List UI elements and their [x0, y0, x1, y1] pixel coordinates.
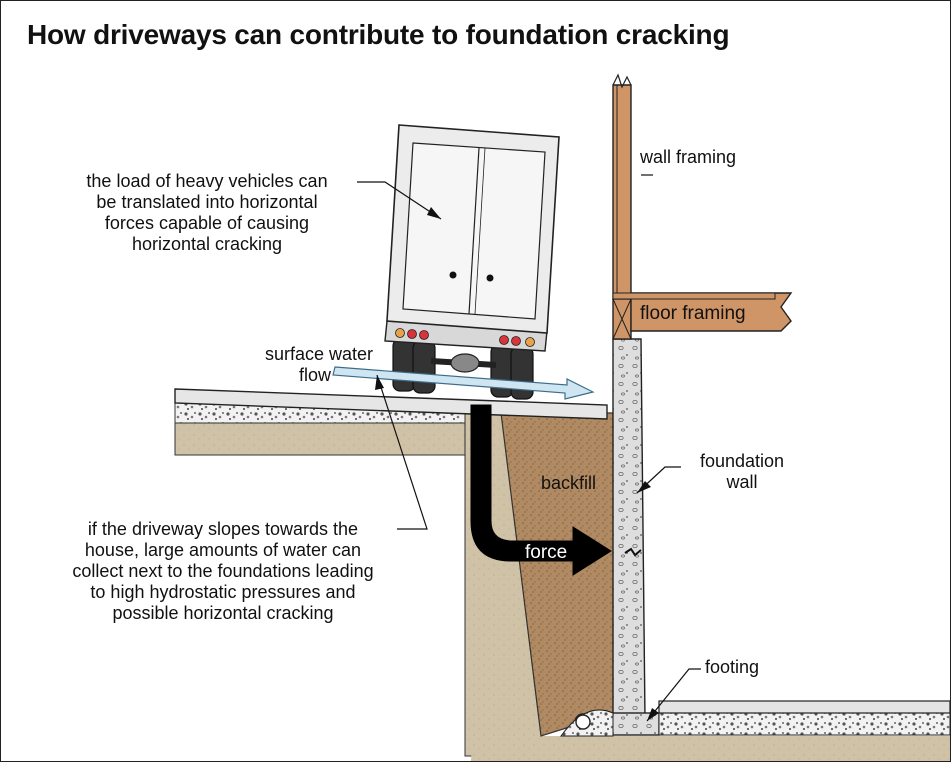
truck — [384, 124, 560, 400]
wall-framing — [612, 73, 632, 300]
floor-framing — [612, 292, 793, 340]
note-driveway-slope-line: house, large amounts of water can — [84, 540, 362, 560]
foundation-crack — [624, 547, 642, 557]
basement-floor-gravel — [658, 712, 950, 736]
leader-lines — [357, 174, 701, 722]
label-force: force — [525, 542, 568, 563]
note-driveway-slope-line: collect next to the foundations leading — [72, 561, 374, 581]
label-foundation-wall-line: foundation — [699, 451, 785, 471]
label-surface-water-line: flow — [298, 365, 331, 385]
force-arrow — [470, 404, 612, 576]
diagram-title: How driveways can contribute to foundati… — [27, 19, 730, 50]
note-vehicle-load-line: be translated into horizontal — [96, 192, 318, 212]
note-vehicle-load: the load of heavy vehicles can be transl… — [57, 171, 357, 255]
surface-water-arrow — [332, 366, 595, 400]
label-surface-water-line: surface water — [264, 344, 373, 364]
foundation-wall — [612, 338, 646, 720]
note-vehicle-load-line: forces capable of causing — [104, 213, 310, 233]
basement-floor-slab — [658, 700, 950, 714]
note-driveway-slope-line: to high hydrostatic pressures and — [90, 582, 356, 602]
label-footing: footing — [705, 657, 760, 677]
note-vehicle-load-line: the load of heavy vehicles can — [86, 171, 328, 191]
note-vehicle-load-line: horizontal cracking — [131, 234, 283, 254]
note-driveway-slope-line: possible horizontal cracking — [112, 603, 334, 623]
label-wall-framing: wall framing — [640, 147, 737, 167]
label-surface-water-flow: surface water flow — [227, 344, 373, 386]
label-foundation-wall: foundation wall — [687, 451, 797, 493]
driveway-slab — [174, 388, 608, 420]
label-backfill: backfill — [541, 473, 597, 493]
note-driveway-slope: if the driveway slopes towards the house… — [53, 519, 393, 624]
label-foundation-wall-line: wall — [726, 472, 758, 492]
label-floor-framing: floor framing — [640, 303, 746, 324]
note-driveway-slope-line: if the driveway slopes towards the — [87, 519, 359, 539]
